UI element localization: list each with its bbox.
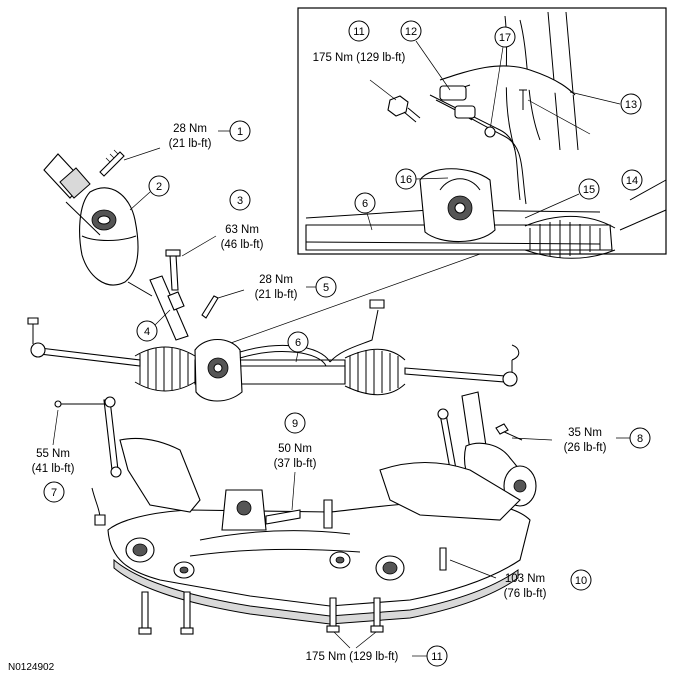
svg-text:28 Nm: 28 Nm <box>259 274 293 286</box>
callout-15: 14 <box>527 99 643 191</box>
svg-text:6: 6 <box>362 198 368 210</box>
bushing-left <box>125 537 155 563</box>
svg-text:11: 11 <box>431 651 442 663</box>
svg-text:103 Nm: 103 Nm <box>505 573 545 585</box>
svg-text:35 Nm: 35 Nm <box>568 427 602 439</box>
callout-11: 175 Nm (129 lb-ft) 11 <box>306 631 448 667</box>
bushing-right <box>375 555 405 581</box>
callout-10: 103 Nm (76 lb-ft) 10 <box>439 547 592 600</box>
svg-text:10: 10 <box>575 575 587 587</box>
subframe-crossmember <box>107 437 531 625</box>
svg-text:6: 6 <box>295 337 301 349</box>
svg-text:15: 15 <box>583 184 595 196</box>
callout-2: 2 <box>129 175 170 211</box>
callout-12: 11 175 Nm (129 lb-ft) <box>313 20 406 101</box>
svg-text:50 Nm: 50 Nm <box>278 443 312 455</box>
stabilizer-link-left <box>54 396 122 526</box>
callout-5: 28 Nm (21 lb-ft) 5 <box>217 274 337 301</box>
svg-text:3: 3 <box>237 195 243 207</box>
subframe-bolts <box>138 591 384 635</box>
svg-text:7: 7 <box>51 487 57 499</box>
svg-text:9: 9 <box>292 418 298 430</box>
svg-text:63 Nm: 63 Nm <box>225 224 259 236</box>
callout-13: 12 <box>400 20 451 91</box>
bolt-5 <box>201 295 219 319</box>
svg-text:14: 14 <box>626 175 638 187</box>
svg-text:(37 lb-ft): (37 lb-ft) <box>274 458 317 470</box>
svg-text:12: 12 <box>405 26 417 38</box>
svg-text:5: 5 <box>323 282 329 294</box>
callout-6: 6 <box>287 331 309 363</box>
steering-rack <box>27 299 520 402</box>
svg-text:17: 17 <box>499 32 511 44</box>
callout-9: 9 50 Nm (37 lb-ft) <box>274 412 317 511</box>
svg-text:8: 8 <box>637 433 643 445</box>
svg-text:(41 lb-ft): (41 lb-ft) <box>32 463 75 475</box>
callout-7: 55 Nm (41 lb-ft) 7 <box>32 409 75 503</box>
svg-text:(46 lb-ft): (46 lb-ft) <box>221 239 264 251</box>
svg-text:(21 lb-ft): (21 lb-ft) <box>255 289 298 301</box>
svg-text:1: 1 <box>237 126 243 138</box>
callout-6-inset: 6 <box>354 192 376 231</box>
bushing-rear-right <box>329 551 351 569</box>
callout-14: 13 <box>569 91 642 115</box>
svg-text:(76 lb-ft): (76 lb-ft) <box>504 588 547 600</box>
callout-18: 17 <box>484 26 516 138</box>
svg-text:(21 lb-ft): (21 lb-ft) <box>169 138 212 150</box>
detail-inset: 11 175 Nm (129 lb-ft) 12 17 13 14 <box>297 7 667 259</box>
svg-text:11: 11 <box>353 26 364 38</box>
bushing-rear-left <box>173 561 195 579</box>
callout-1: 28 Nm (21 lb-ft) 1 <box>123 120 251 161</box>
svg-text:4: 4 <box>144 326 150 338</box>
svg-text:16: 16 <box>400 174 412 186</box>
svg-text:13: 13 <box>625 99 637 111</box>
svg-text:(26 lb-ft): (26 lb-ft) <box>564 442 607 454</box>
callout-8: 35 Nm (26 lb-ft) 8 <box>511 427 651 454</box>
svg-text:55 Nm: 55 Nm <box>36 448 70 460</box>
callout-4: 4 <box>136 309 171 342</box>
steering-column <box>43 153 189 341</box>
callout-3: 3 63 Nm (46 lb-ft) <box>181 189 264 257</box>
svg-text:175 Nm (129 lb-ft): 175 Nm (129 lb-ft) <box>306 651 399 663</box>
figure-id: N0124902 <box>8 662 55 673</box>
bolt-1 <box>99 149 125 177</box>
callout-16: 15 <box>524 178 600 219</box>
callout-17: 16 <box>395 168 449 190</box>
svg-text:2: 2 <box>156 181 162 193</box>
bolt-3 <box>165 249 181 291</box>
svg-text:28 Nm: 28 Nm <box>173 123 207 135</box>
svg-text:175 Nm (129 lb-ft): 175 Nm (129 lb-ft) <box>313 52 406 64</box>
